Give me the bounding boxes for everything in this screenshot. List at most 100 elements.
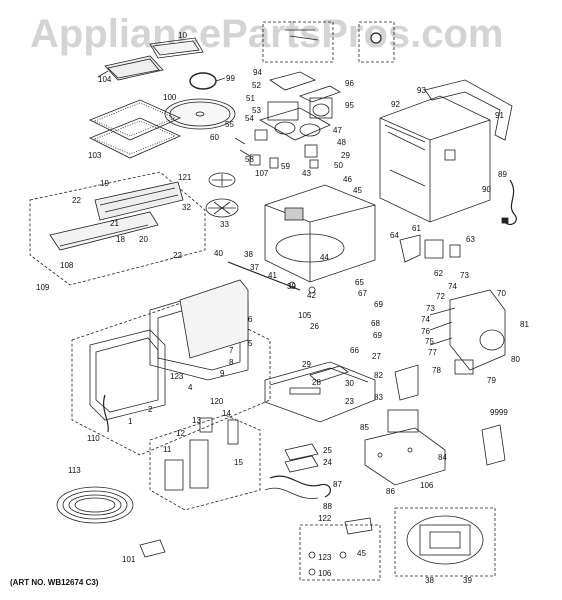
part-label-l91: 91	[495, 111, 504, 120]
part-label-l50: 50	[334, 161, 343, 170]
part-label-l28: 28	[312, 378, 321, 387]
part-label-l96: 96	[345, 79, 354, 88]
cabinet-wrapper-part	[379, 79, 513, 223]
part-label-l67: 67	[358, 289, 367, 298]
part-label-l20: 20	[139, 235, 148, 244]
part-label-l82: 82	[374, 371, 383, 380]
part-label-l93: 93	[417, 86, 426, 95]
part-label-l29a: 29	[341, 151, 350, 160]
wire-harness-part	[264, 443, 332, 499]
part-label-l60: 60	[210, 133, 219, 142]
part-label-l63: 63	[466, 235, 475, 244]
part-label-l52: 52	[252, 81, 261, 90]
part-label-l39b: 39	[463, 576, 472, 585]
part-label-l45b: 45	[357, 549, 366, 558]
part-label-l7: 7	[229, 346, 234, 355]
part-label-l10: 10	[178, 31, 187, 40]
part-label-l24: 24	[323, 458, 332, 467]
part-label-l38a: 38	[244, 250, 253, 259]
part-label-l92: 92	[391, 100, 400, 109]
knob-part-icon	[370, 32, 382, 44]
part-label-l106a: 106	[420, 481, 434, 490]
part-label-l83: 83	[374, 393, 383, 402]
part-label-l47: 47	[333, 126, 342, 135]
part-label-l104: 104	[98, 75, 112, 84]
part-label-l95: 95	[345, 101, 354, 110]
part-label-l69a: 69	[374, 300, 383, 309]
part-label-l59: 59	[281, 162, 290, 171]
part-label-l22b: 22	[173, 251, 182, 260]
part-label-l70: 70	[497, 289, 506, 298]
support-ring-part	[56, 486, 134, 524]
part-label-l55: 55	[225, 120, 234, 129]
hardware-kit-group	[299, 517, 381, 581]
part-label-l110: 110	[87, 434, 100, 443]
part-label-l54: 54	[245, 114, 254, 123]
part-label-l58: 58	[245, 155, 254, 164]
part-label-l74b: 74	[421, 315, 430, 324]
part-label-l109: 109	[36, 283, 50, 292]
part-label-l79: 79	[487, 376, 496, 385]
part-label-l73b: 73	[426, 304, 435, 313]
part-label-l103: 103	[88, 151, 102, 160]
part-label-l106b: 106	[318, 569, 332, 578]
part-label-l30: 30	[345, 379, 354, 388]
part-label-l68: 68	[371, 319, 380, 328]
part-label-l2: 2	[148, 405, 153, 414]
part-label-l72: 72	[436, 292, 445, 301]
part-label-l14: 14	[222, 409, 231, 418]
bottom-plate-part	[264, 361, 376, 423]
part-label-l85: 85	[360, 423, 369, 432]
part-label-l38b: 38	[425, 576, 434, 585]
part-label-l32: 32	[182, 203, 191, 212]
part-label-l122: 122	[318, 514, 332, 523]
part-label-l37: 37	[250, 263, 259, 272]
part-label-l123a: 123	[170, 372, 184, 381]
part-label-l18: 18	[116, 235, 125, 244]
part-label-l66: 66	[350, 346, 359, 355]
part-label-l84: 84	[438, 453, 447, 462]
part-label-l80: 80	[511, 355, 520, 364]
part-label-l94: 94	[253, 68, 262, 77]
part-label-l43: 43	[302, 169, 311, 178]
part-label-l41: 41	[268, 271, 277, 280]
part-label-l8: 8	[229, 358, 234, 367]
part-label-l101: 101	[122, 555, 136, 564]
part-label-l19: 19	[100, 179, 109, 188]
part-label-l21: 21	[110, 219, 119, 228]
part-label-l88: 88	[323, 502, 332, 511]
part-label-l1: 1	[128, 417, 133, 426]
top-dashed-groups	[262, 21, 395, 63]
part-label-l51: 51	[246, 94, 255, 103]
part-label-l90: 90	[482, 185, 491, 194]
part-label-l78: 78	[432, 366, 441, 375]
part-label-l77: 77	[428, 348, 437, 357]
part-label-l65: 65	[355, 278, 364, 287]
part-label-l5: 5	[248, 339, 253, 348]
part-label-l120: 120	[210, 397, 224, 406]
part-label-l33: 33	[220, 220, 229, 229]
part-label-l4: 4	[188, 383, 193, 392]
part-label-l9: 9	[220, 369, 225, 378]
part-label-l74a: 74	[448, 282, 457, 291]
part-label-l44: 44	[320, 253, 329, 262]
part-label-l76: 76	[421, 327, 430, 336]
part-label-l22a: 22	[72, 196, 81, 205]
part-label-l40: 40	[214, 249, 223, 258]
part-label-l9999: 9999	[490, 408, 508, 417]
part-label-l121: 121	[178, 173, 192, 182]
door-assembly-group	[71, 279, 271, 456]
manual-part	[481, 424, 506, 466]
part-label-l69b: 69	[373, 331, 382, 340]
part-label-l46: 46	[343, 175, 352, 184]
part-label-l53: 53	[252, 106, 261, 115]
part-label-l15: 15	[234, 458, 243, 467]
part-label-l89: 89	[498, 170, 507, 179]
part-label-l75: 75	[425, 337, 434, 346]
part-label-l48: 48	[337, 138, 346, 147]
part-label-l123b: 123	[318, 553, 332, 562]
part-label-l29b: 29	[302, 360, 311, 369]
roller-ring-part	[189, 72, 226, 90]
part-label-l99: 99	[226, 74, 235, 83]
oven-racks-part	[89, 99, 181, 159]
